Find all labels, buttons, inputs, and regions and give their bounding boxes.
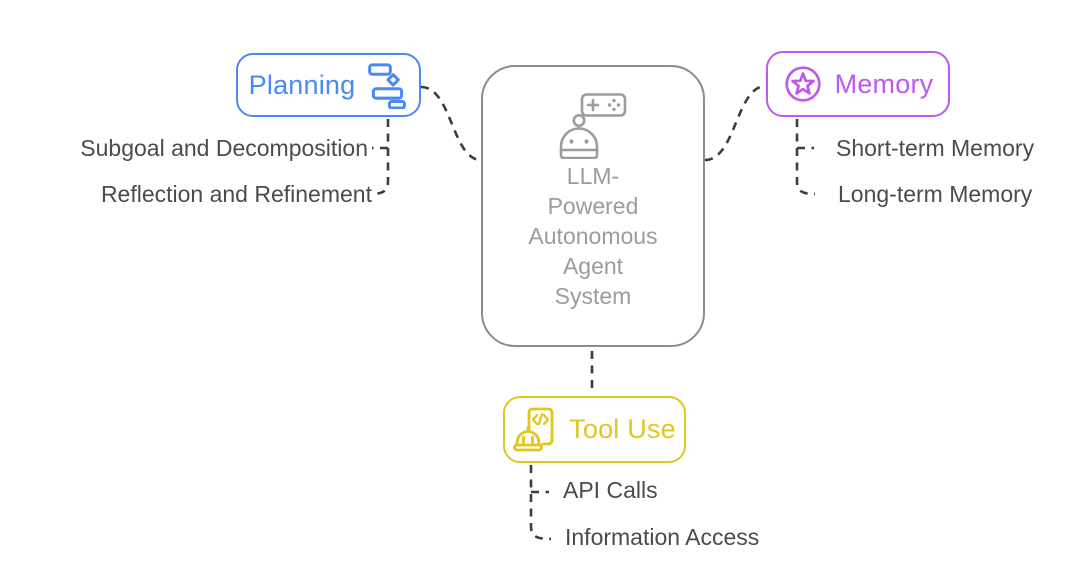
leaf-short-term-memory[interactable]: Short-term Memory — [836, 135, 1035, 161]
hardhat-code-document-icon — [513, 406, 557, 453]
gantt-plan-icon — [367, 62, 408, 109]
center-label-line: Autonomous — [528, 223, 658, 249]
leaf-subgoal-decomposition[interactable]: Subgoal and Decomposition — [80, 135, 368, 161]
center-label-line: System — [554, 283, 632, 309]
node-center-llm-agent[interactable]: LLM- Powered Autonomous Agent System — [481, 65, 705, 347]
center-label-line: Agent — [562, 253, 624, 279]
center-label-line: LLM- — [566, 163, 620, 189]
center-label-line: Powered — [547, 193, 639, 219]
leaf-api-calls[interactable]: API Calls — [563, 477, 658, 503]
connector-tooluse-children — [529, 465, 552, 541]
memory-node-label: Memory — [834, 68, 934, 99]
leaf-reflection-refinement[interactable]: Reflection and Refinement — [100, 181, 372, 207]
node-memory[interactable]: Memory — [766, 51, 950, 117]
leaf-long-term-memory[interactable]: Long-term Memory — [838, 181, 1033, 207]
connector-planning-center — [420, 85, 482, 162]
tool-use-node-label: Tool Use — [569, 414, 676, 444]
robot-and-controller-icon — [559, 93, 627, 159]
star-circle-icon — [783, 64, 823, 104]
connector-memory-children — [795, 119, 816, 196]
leaf-information-access[interactable]: Information Access — [565, 524, 760, 550]
center-node-label: LLM- Powered Autonomous Agent System — [528, 161, 657, 311]
connector-planning-children — [370, 119, 390, 196]
node-tool-use[interactable]: Tool Use — [503, 396, 686, 463]
node-planning[interactable]: Planning — [236, 53, 421, 117]
connector-center-memory — [704, 84, 767, 162]
planning-node-label: Planning — [248, 69, 356, 100]
